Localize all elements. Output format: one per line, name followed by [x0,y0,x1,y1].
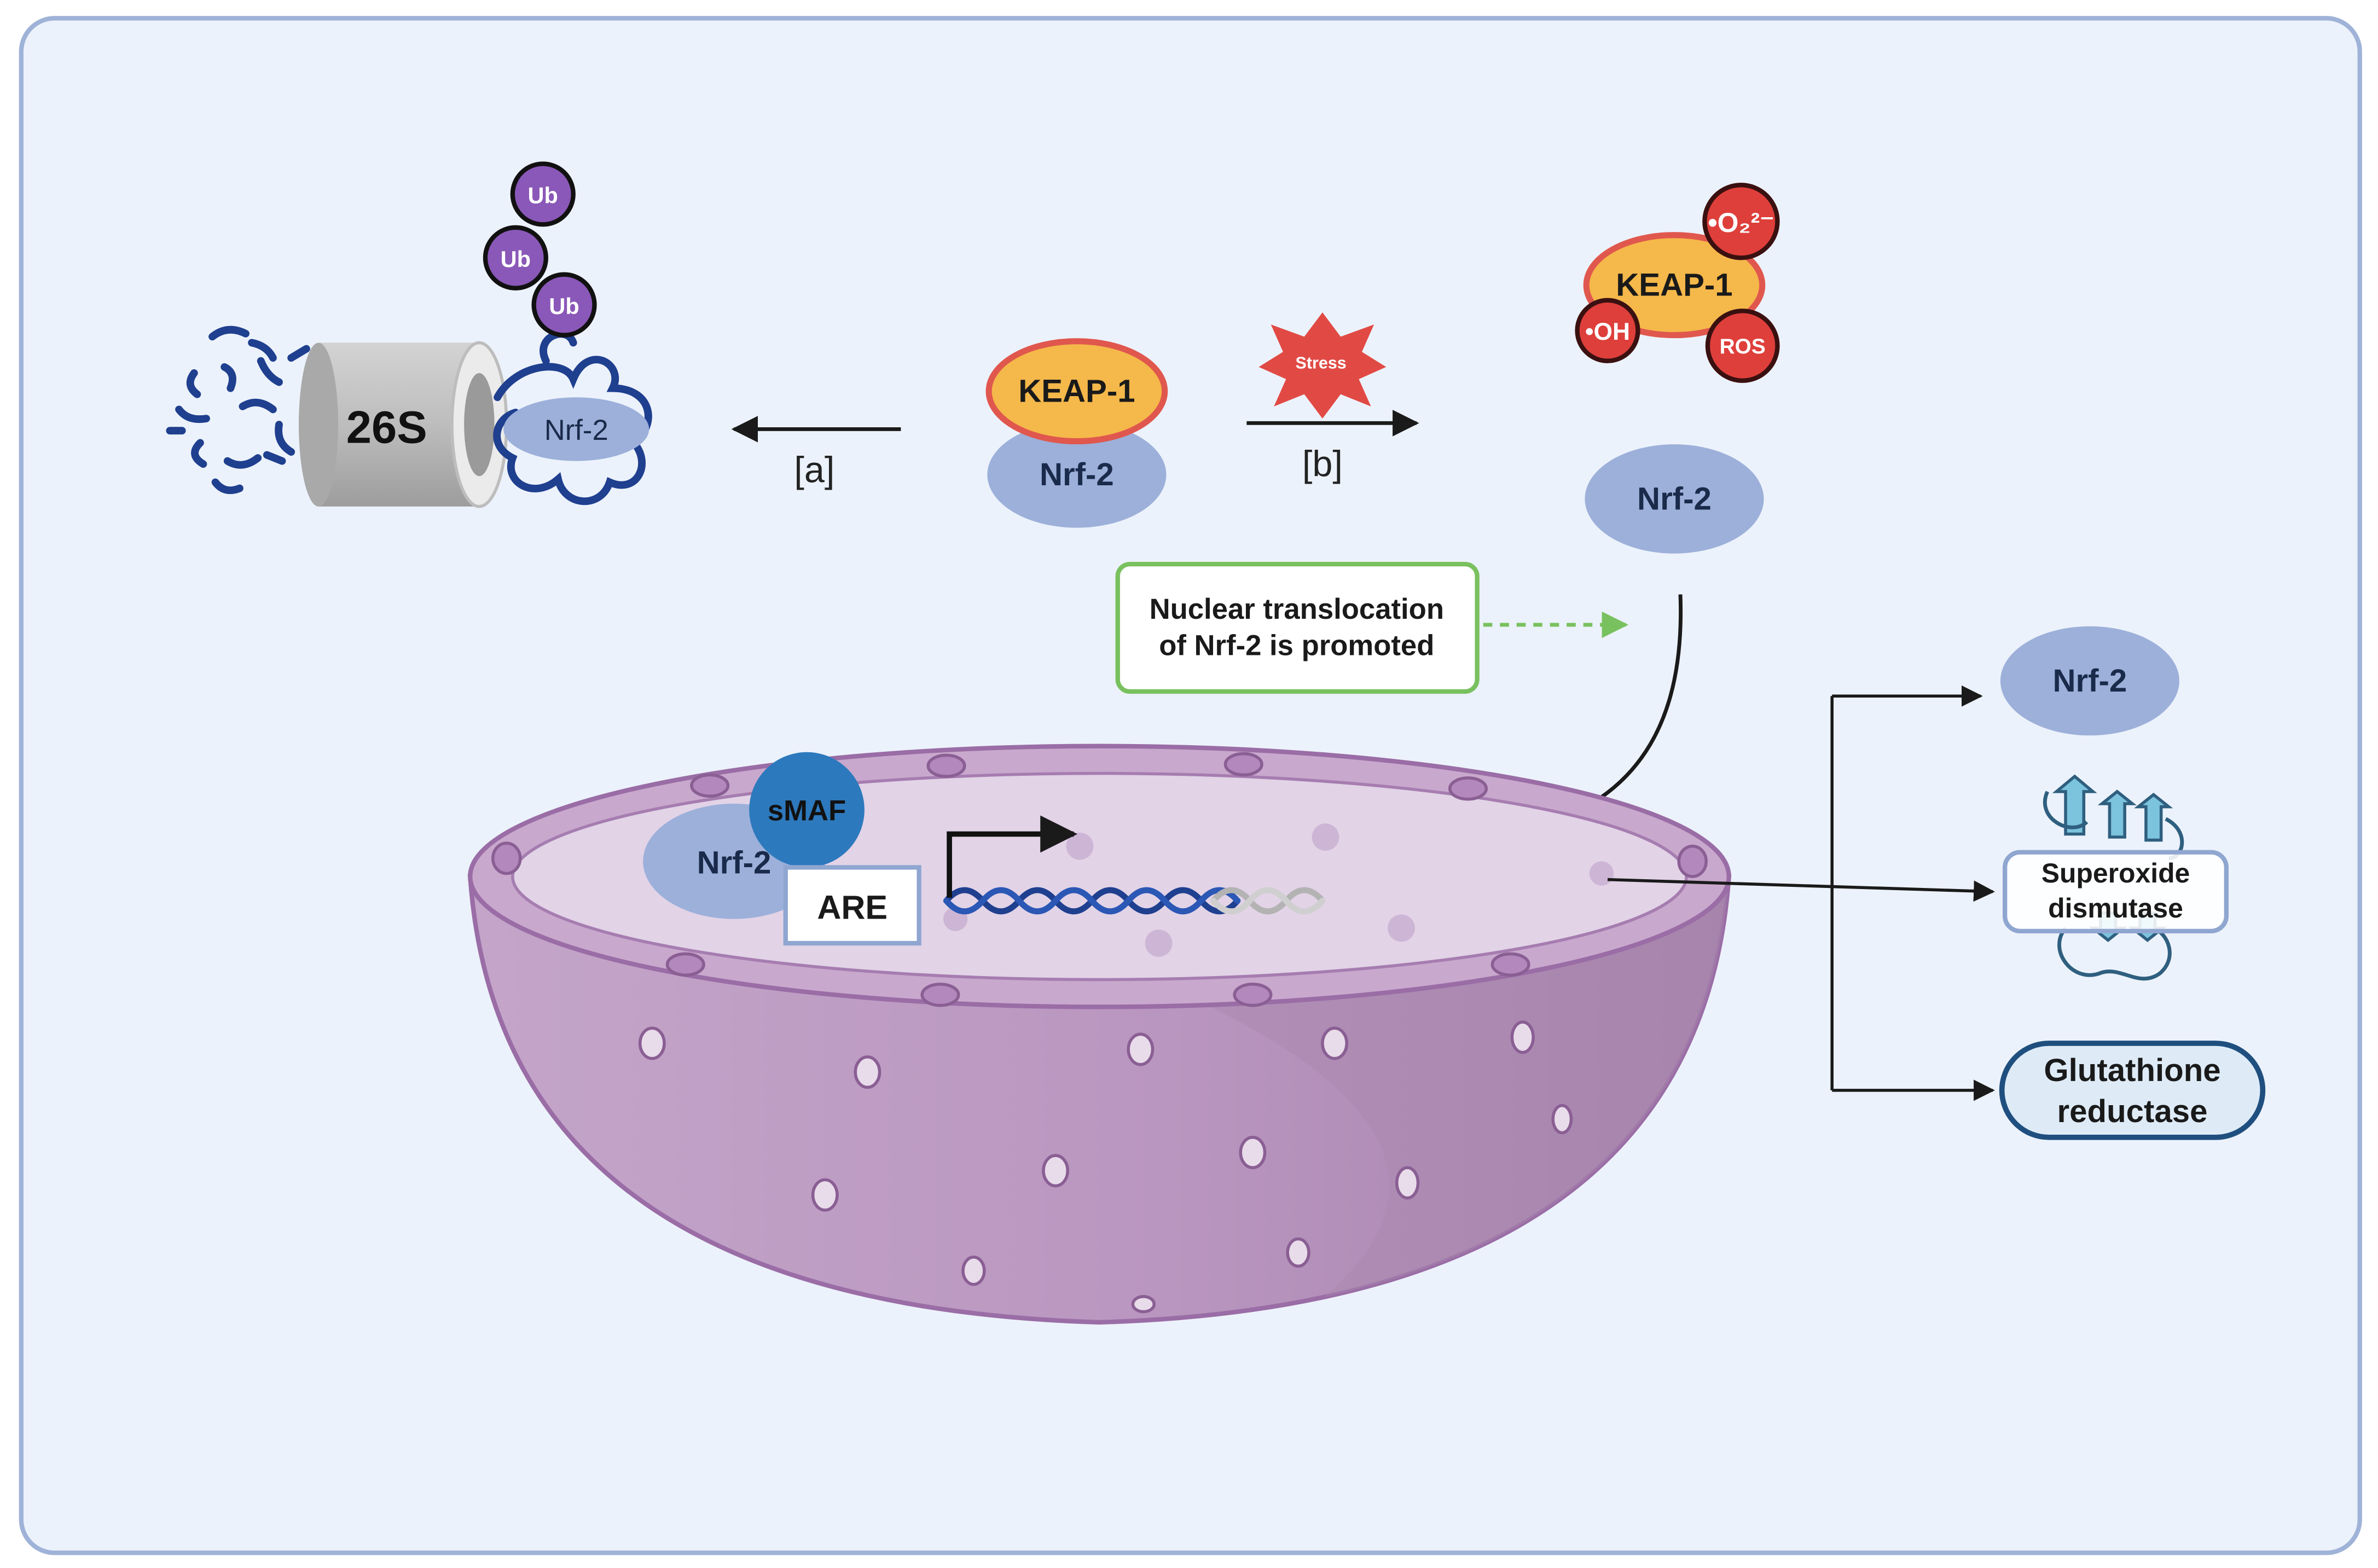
unfolding-nrf2-chain [493,330,652,506]
svg-text:Ub: Ub [549,293,579,319]
hydroxyl-label: •OH [1585,318,1630,345]
oxidized-keap1-complex: KEAP-1 •O₂²⁻ •OH ROS [1575,183,1780,383]
gene-expression-arrow [1607,878,1995,902]
degraded-nrf2-label: Nrf-2 [544,414,608,446]
superoxide-label: •O₂²⁻ [1708,207,1774,238]
keap1-nrf2-complex: Nrf-2 KEAP-1 [985,338,1168,528]
ubiquitin-1 [510,161,576,227]
nuclear-nrf2-label: Nrf-2 [697,845,772,881]
proteasome-26s: 26S [299,341,508,508]
hydroxyl-radical [1575,298,1640,363]
product-nrf2-label: Nrf-2 [2052,663,2127,699]
degraded-nrf2-ellipse [503,397,649,461]
keap1-label: KEAP-1 [1018,374,1135,409]
ubiquitin-chain: Ub Ub Ub [483,161,597,338]
free-nrf2-label: Nrf-2 [1637,481,1712,516]
smaf-label: sMAF [768,795,846,827]
product-nrf2-ellipse [2000,626,2179,736]
degraded-peptide-fragments [166,326,310,495]
svg-text:Ub: Ub [501,246,531,272]
sod-line-2: dismutase [2048,893,2183,924]
smaf-circle [749,752,865,868]
free-nrf2-ellipse [1585,444,1764,554]
dna-helix [943,887,1326,915]
nrf2-bound-ellipse [987,421,1167,528]
ros-label: ROS [1720,335,1766,358]
note-line-2: of Nrf-2 is promoted [1159,629,1434,661]
are-label: ARE [817,889,888,926]
stress-star: Stress [1258,312,1387,419]
ubiquitin-2 [483,225,548,291]
arrow-a-label: [a] [794,450,834,490]
keap1-ellipse [985,338,1168,445]
note-line-1: Nuclear translocation [1150,593,1444,625]
ubiquitin-3 [531,272,597,338]
stress-label: Stress [1296,354,1347,373]
nrf2-bound-label: Nrf-2 [1040,457,1114,492]
superoxide-radical [1702,183,1780,260]
svg-text:Ub: Ub [528,182,558,208]
transcription-start-arrow [947,815,1078,898]
gr-line-1: Glutathione [2044,1053,2220,1088]
nuclear-translocation-note: Nuclear translocation of Nrf-2 is promot… [1115,561,1480,694]
oxidized-keap1-label: KEAP-1 [1616,268,1732,303]
arrow-b-label: [b] [1302,444,1343,484]
proteasome-label: 26S [346,402,427,452]
are-box [783,865,921,946]
ros-radical [1705,309,1780,383]
sod-line-1: Superoxide [2041,858,2190,888]
superoxide-dismutase-structure-icon [2003,774,2229,981]
gr-line-2: reductase [2057,1094,2208,1129]
glutathione-reductase-box [1999,1041,2266,1140]
